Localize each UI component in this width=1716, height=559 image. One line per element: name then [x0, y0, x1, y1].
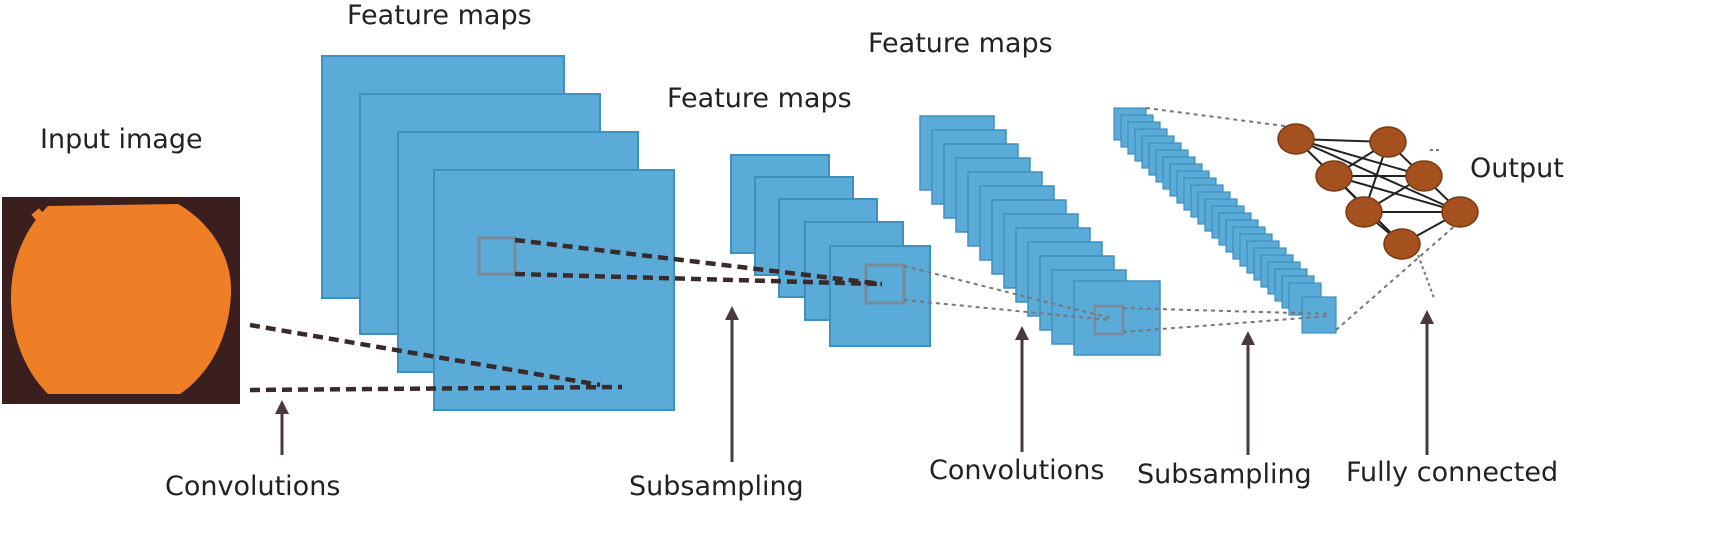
arrow-fully-connected [1420, 310, 1434, 455]
input-image-blob [11, 204, 232, 394]
feature-map [829, 245, 931, 347]
projection-line [1122, 307, 1331, 315]
projection-line [249, 384, 623, 393]
feature-maps-stack-2 [730, 154, 931, 347]
output-line [1417, 254, 1435, 299]
projection-line [1145, 107, 1301, 129]
feature-maps-stack-4 [1113, 107, 1337, 334]
input-image [2, 197, 240, 404]
fc-edge [1333, 175, 1461, 213]
projection-line [1122, 315, 1331, 333]
fc-node [1345, 196, 1383, 228]
projection-line [249, 322, 601, 388]
label-fully-connected: Fully connected [1346, 457, 1558, 488]
label-feature-maps-1: Feature maps [347, 0, 532, 31]
projection-lines [249, 107, 1467, 393]
projection-line [903, 265, 1111, 319]
label-convolutions-2: Convolutions [929, 455, 1104, 486]
label-subsampling-1: Subsampling [629, 471, 804, 502]
feature-map [433, 169, 675, 411]
receptive-field-3 [1093, 304, 1125, 336]
label-input-image: Input image [40, 124, 203, 155]
projection-line [1335, 215, 1467, 331]
arrow-subsampling-2 [1241, 331, 1255, 455]
arrow-convolutions-1 [275, 400, 289, 455]
label-feature-maps-3: Feature maps [868, 28, 1053, 59]
fc-node [1369, 126, 1407, 158]
fc-node [1277, 123, 1315, 155]
feature-map [1301, 296, 1337, 334]
label-output: Output [1470, 153, 1564, 184]
arrow-subsampling-1 [725, 306, 739, 462]
feature-maps-stack-3 [919, 115, 1161, 356]
projection-line [514, 237, 883, 287]
projection-line [903, 299, 1111, 321]
fc-edge [1295, 138, 1425, 177]
feature-maps-stack-1 [321, 55, 675, 411]
label-feature-maps-2: Feature maps [667, 83, 852, 114]
pointer-arrows [275, 306, 1434, 462]
fc-node [1405, 160, 1443, 192]
arrow-convolutions-2 [1015, 326, 1029, 452]
feature-map [1073, 280, 1161, 356]
projection-line [514, 271, 881, 287]
label-convolutions-1: Convolutions [165, 471, 340, 502]
receptive-field-1 [477, 236, 517, 276]
label-subsampling-2: Subsampling [1137, 459, 1312, 490]
input-image-notch [31, 208, 47, 224]
fc-node [1441, 196, 1479, 228]
fully-connected-nodes [1277, 123, 1479, 260]
fc-node [1315, 160, 1353, 192]
fc-node [1383, 228, 1421, 260]
